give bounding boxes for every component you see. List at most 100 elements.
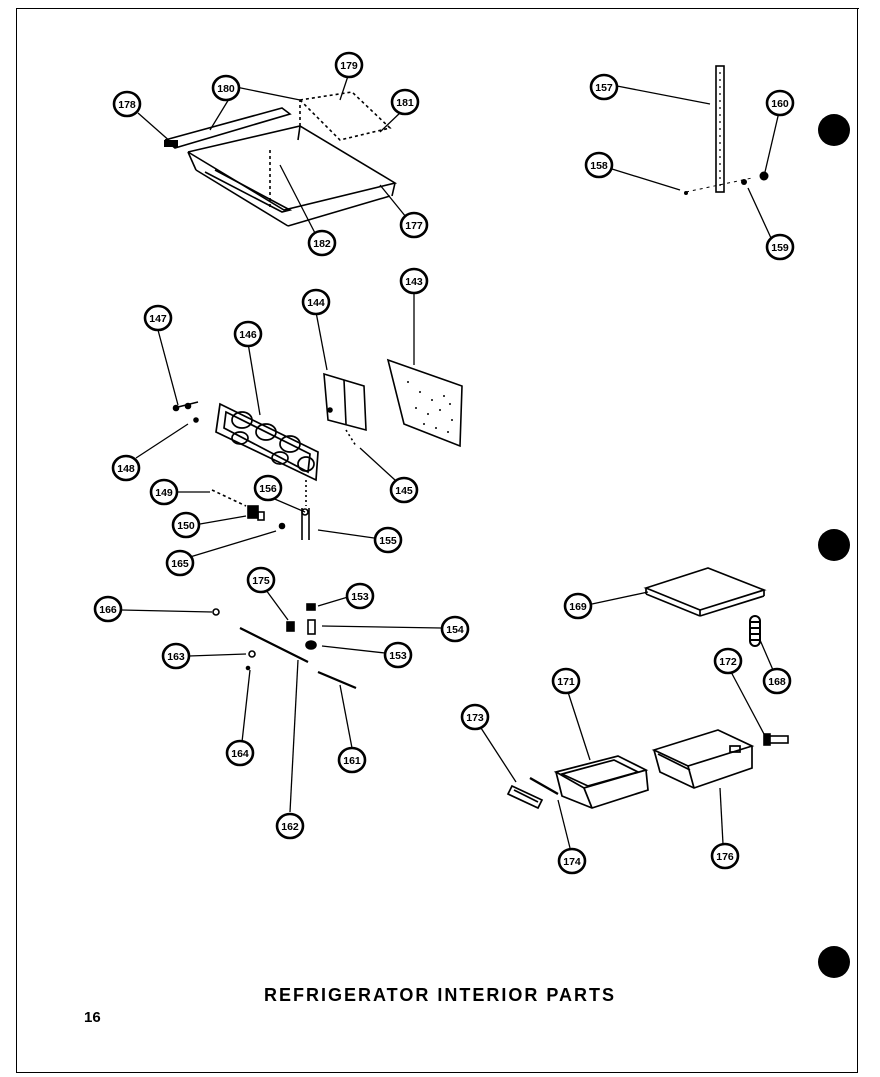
callout-markers: 1781801791811821771571601581591431441461… xyxy=(93,51,795,875)
callout-150: 150 xyxy=(171,511,201,539)
callout-155: 155 xyxy=(373,526,403,554)
callout-label: 175 xyxy=(252,575,270,587)
callout-label: 143 xyxy=(405,276,423,288)
callout-label: 165 xyxy=(171,558,189,570)
callout-145: 145 xyxy=(389,476,419,504)
callout-label: 171 xyxy=(557,676,575,688)
callout-147: 147 xyxy=(143,304,173,332)
callout-label: 159 xyxy=(771,242,789,254)
back-panel xyxy=(386,358,463,448)
callout-180: 180 xyxy=(211,74,241,102)
shelf-rail-assembly xyxy=(684,65,769,195)
callout-label: 146 xyxy=(239,329,257,341)
thermostat-knob-parts xyxy=(211,480,310,540)
callout-label: 163 xyxy=(167,651,185,663)
callout-label: 176 xyxy=(716,851,734,863)
callout-169: 169 xyxy=(563,592,593,620)
shelf-end-cap xyxy=(164,140,178,147)
callout-174: 174 xyxy=(557,847,587,875)
callout-160: 160 xyxy=(765,89,795,117)
callout-162: 162 xyxy=(275,812,305,840)
callout-159: 159 xyxy=(765,233,795,261)
callout-circle xyxy=(390,88,420,116)
callout-label: 149 xyxy=(155,487,173,499)
callout-176: 176 xyxy=(710,842,740,870)
screw-assembly xyxy=(172,401,199,423)
callout-label: 147 xyxy=(149,313,167,325)
callout-label: 182 xyxy=(313,238,331,250)
callout-circle xyxy=(589,73,619,101)
callout-149: 149 xyxy=(149,478,179,506)
callout-circle xyxy=(557,847,587,875)
callout-label: 164 xyxy=(231,748,249,760)
callout-153: 153 xyxy=(383,641,413,669)
callout-label: 166 xyxy=(99,604,117,616)
binder-hole-middle xyxy=(818,529,850,561)
binder-hole-top xyxy=(818,114,850,146)
callout-circle xyxy=(383,641,413,669)
callout-circle xyxy=(165,549,195,577)
callout-143: 143 xyxy=(399,267,429,295)
callout-label: 161 xyxy=(343,755,361,767)
callout-circle xyxy=(93,595,123,623)
spring-part xyxy=(749,615,761,647)
callout-circle xyxy=(337,746,367,774)
callout-circle xyxy=(275,812,305,840)
callout-153: 153 xyxy=(345,582,375,610)
meat-keeper-drawer xyxy=(651,729,755,789)
callout-label: 180 xyxy=(217,83,235,95)
callout-171: 171 xyxy=(551,667,581,695)
callout-156: 156 xyxy=(253,474,283,502)
callout-circle xyxy=(225,739,255,767)
callout-154: 154 xyxy=(440,615,470,643)
callout-157: 157 xyxy=(589,73,619,101)
callout-circle xyxy=(765,89,795,117)
callout-label: 174 xyxy=(563,856,581,868)
callout-label: 157 xyxy=(595,82,613,94)
callout-circle xyxy=(440,615,470,643)
callout-158: 158 xyxy=(584,151,614,179)
callout-circle xyxy=(149,478,179,506)
pin-part xyxy=(763,733,789,746)
callout-178: 178 xyxy=(112,90,142,118)
callout-168: 168 xyxy=(762,667,792,695)
callout-circle xyxy=(171,511,201,539)
callout-144: 144 xyxy=(301,288,331,316)
callout-circle xyxy=(563,592,593,620)
callout-circle xyxy=(765,233,795,261)
callout-label: 153 xyxy=(389,650,407,662)
page-border xyxy=(16,8,859,1073)
callout-label: 169 xyxy=(569,601,587,613)
callout-166: 166 xyxy=(93,595,123,623)
page-title: REFRIGERATOR INTERIOR PARTS xyxy=(263,985,616,1005)
callout-circle xyxy=(373,526,403,554)
callout-label: 168 xyxy=(768,676,786,688)
glass-shelf xyxy=(643,567,767,617)
callout-circle xyxy=(143,304,173,332)
callout-label: 172 xyxy=(719,656,737,668)
callout-label: 154 xyxy=(446,624,464,636)
callout-label: 173 xyxy=(466,712,484,724)
callout-circle xyxy=(389,476,419,504)
callout-circle xyxy=(710,842,740,870)
control-bracket xyxy=(323,372,367,447)
callout-148: 148 xyxy=(111,454,141,482)
callout-label: 179 xyxy=(340,60,358,72)
callout-circle xyxy=(111,454,141,482)
callout-181: 181 xyxy=(390,88,420,116)
drawer-handle-parts xyxy=(506,776,559,810)
callout-label: 145 xyxy=(395,485,413,497)
callout-173: 173 xyxy=(460,703,490,731)
callout-circle xyxy=(253,474,283,502)
callout-179: 179 xyxy=(334,51,364,79)
callout-label: 148 xyxy=(117,463,135,475)
callout-circle xyxy=(713,647,743,675)
callout-146: 146 xyxy=(233,320,263,348)
callout-182: 182 xyxy=(307,229,337,257)
callout-label: 155 xyxy=(379,535,397,547)
callout-164: 164 xyxy=(225,739,255,767)
callout-circle xyxy=(460,703,490,731)
callout-163: 163 xyxy=(161,642,191,670)
